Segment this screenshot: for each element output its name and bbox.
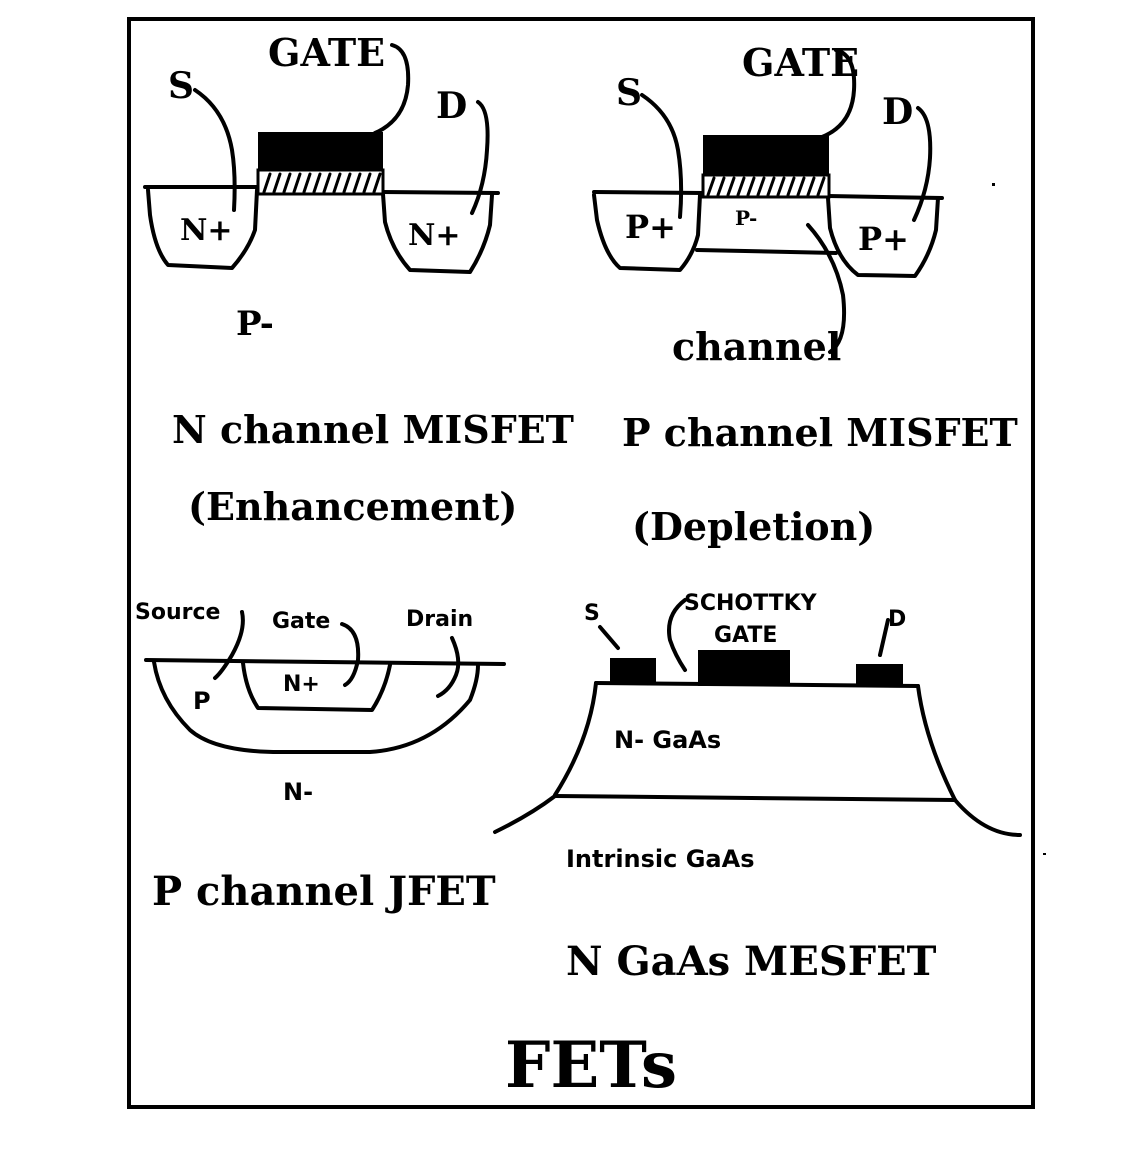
mesfet-gate-lead [669,600,685,670]
p-misfet-channel-boundary [697,250,836,253]
mesfet-drain-contact [856,664,903,687]
n-misfet-gate-electrode [258,132,383,172]
n-misfet-source-lead [195,90,235,210]
p-misfet-caption: P channel MISFET [622,410,1018,455]
gaas-mesfet: S SCHOTTKY GATE D N- GaAs Intrinsic GaAs… [495,591,1020,985]
p-misfet-channel-region-label: P- [735,206,757,230]
p-jfet-drain-label: Drain [406,607,473,632]
p-misfet-gate-oxide [703,175,829,197]
n-misfet-gate-oxide [258,170,383,194]
p-misfet-channel-label: channel [672,324,841,369]
p-misfet-source-label: S [616,72,642,114]
p-jfet-gate-label: Gate [272,609,330,634]
n-misfet-substrate-label: P- [236,304,274,344]
p-jfet-drain-lead [438,638,458,696]
p-misfet-gate-label: GATE [742,40,859,85]
scan-speck [1043,853,1046,855]
p-misfet-gate-electrode [703,135,829,177]
mesfet-source-contact [610,658,656,685]
mesfet-gate-label-line2: GATE [714,623,777,648]
p-jfet-source-label: Source [135,600,220,625]
n-misfet-source-label: S [168,65,194,107]
n-misfet-caption: N channel MISFET [172,407,574,452]
p-jfet-gate-lead [342,624,358,685]
p-misfet-mode-caption: (Depletion) [632,504,875,549]
p-jfet-channel-region-label: P [193,687,211,715]
p-jfet-substrate-label: N- [283,778,313,806]
n-misfet: N+ N+ P- GATE S D N channel MISFET (Enha… [145,30,574,529]
mesfet-active-layer-label: N- GaAs [614,726,721,754]
mesfet-source-lead [600,627,618,648]
p-misfet-drain-lead [914,108,930,220]
mesfet-layer-boundary [555,796,955,800]
mesfet-substrate-label: Intrinsic GaAs [566,845,754,873]
p-misfet-source-lead [642,95,681,217]
mesfet-caption: N GaAs MESFET [566,938,937,985]
mesfet-gate-contact [698,650,790,686]
n-misfet-drain-label: D [436,85,467,127]
p-misfet-source-region-label: P+ [625,208,676,246]
scan-speck [992,183,995,186]
n-misfet-gate-label: GATE [268,30,385,75]
diagram-title: FETs [505,1028,677,1103]
p-misfet-drain-region-label: P+ [858,220,909,258]
n-misfet-drain-lead [472,102,488,213]
mesfet-drain-label: D [888,607,906,632]
mesfet-source-label: S [584,601,600,626]
n-misfet-source-region-label: N+ [180,213,233,248]
mesfet-drain-lead [880,620,888,655]
p-jfet: N+ P N- Source Gate Drain P channel JFET [135,600,504,915]
p-misfet-drain-label: D [882,91,913,133]
n-misfet-mode-caption: (Enhancement) [188,484,517,529]
p-misfet: P+ P+ P- GATE S D channel P channel MISF… [594,40,1018,549]
p-jfet-caption: P channel JFET [152,868,496,915]
p-jfet-surface [146,660,504,664]
p-jfet-gate-region-label: N+ [283,672,320,697]
mesfet-gate-label-line1: SCHOTTKY [684,591,818,616]
n-misfet-drain-region-label: N+ [408,218,461,253]
